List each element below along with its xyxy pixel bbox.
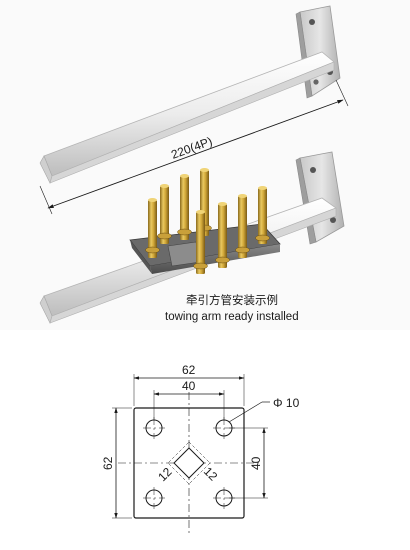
brass-stud <box>177 174 192 240</box>
hole-diameter-callout: Φ 10 <box>228 396 300 423</box>
brass-stud <box>215 202 230 268</box>
overall-width-dimension: 62 <box>133 363 245 406</box>
overall-height-label: 62 <box>101 456 115 470</box>
hole-spacing-width-label: 40 <box>182 379 196 393</box>
hole-spacing-height-dimension: 40 <box>226 427 268 499</box>
lower-towing-arm <box>39 151 345 324</box>
brass-stud <box>193 210 208 274</box>
brass-stud <box>235 194 250 258</box>
brass-stud <box>255 186 270 244</box>
caption-chinese: 牵引方管安装示例 <box>186 293 278 307</box>
brass-stud <box>145 198 160 258</box>
hole-diameter-label: Φ 10 <box>273 396 300 410</box>
stud-assembly <box>129 168 281 274</box>
overall-width-label: 62 <box>182 363 196 377</box>
center-square-opening <box>167 441 211 485</box>
caption-english: towing arm ready installed <box>165 311 299 323</box>
hole-spacing-height-label: 40 <box>249 456 263 470</box>
hole-spacing-width-dimension: 40 <box>153 379 225 420</box>
plate-drawing: 12 12 62 40 62 40 <box>101 363 300 534</box>
overall-height-dimension: 62 <box>101 407 132 519</box>
mounting-hole <box>143 487 165 509</box>
brass-stud <box>157 184 172 244</box>
